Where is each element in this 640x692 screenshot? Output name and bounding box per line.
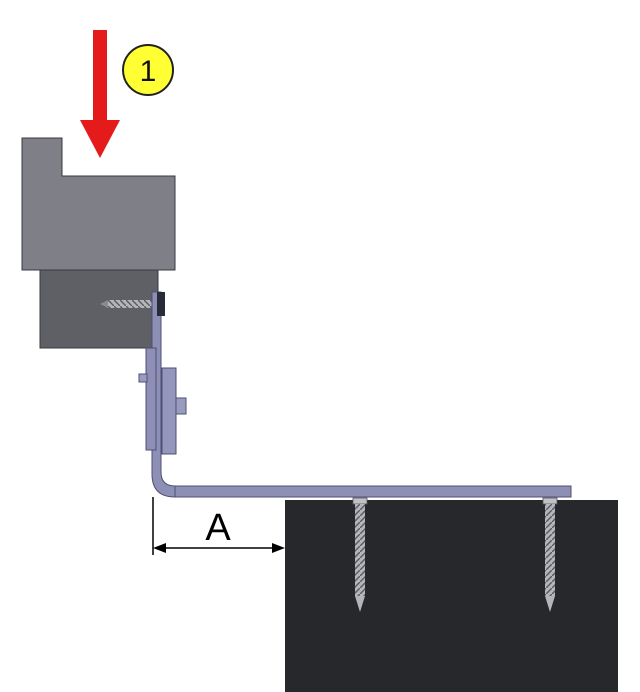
dimension-a: A <box>152 497 285 555</box>
screw-icon <box>100 300 156 308</box>
base-block <box>285 500 618 692</box>
dimension-label: A <box>205 507 231 549</box>
step-marker: 1 <box>122 44 174 96</box>
down-arrow-icon <box>80 30 120 158</box>
screw-icon <box>352 497 368 612</box>
bolt-icon <box>138 373 187 415</box>
clamp-plate <box>145 347 157 451</box>
step-marker-label: 1 <box>140 55 157 88</box>
screw-icon <box>542 497 558 612</box>
bracket-head <box>157 292 165 316</box>
clamp-plate-right <box>161 367 177 455</box>
upper-block <box>21 137 176 271</box>
bracket-horizontal <box>174 485 572 498</box>
lower-block <box>39 269 159 349</box>
